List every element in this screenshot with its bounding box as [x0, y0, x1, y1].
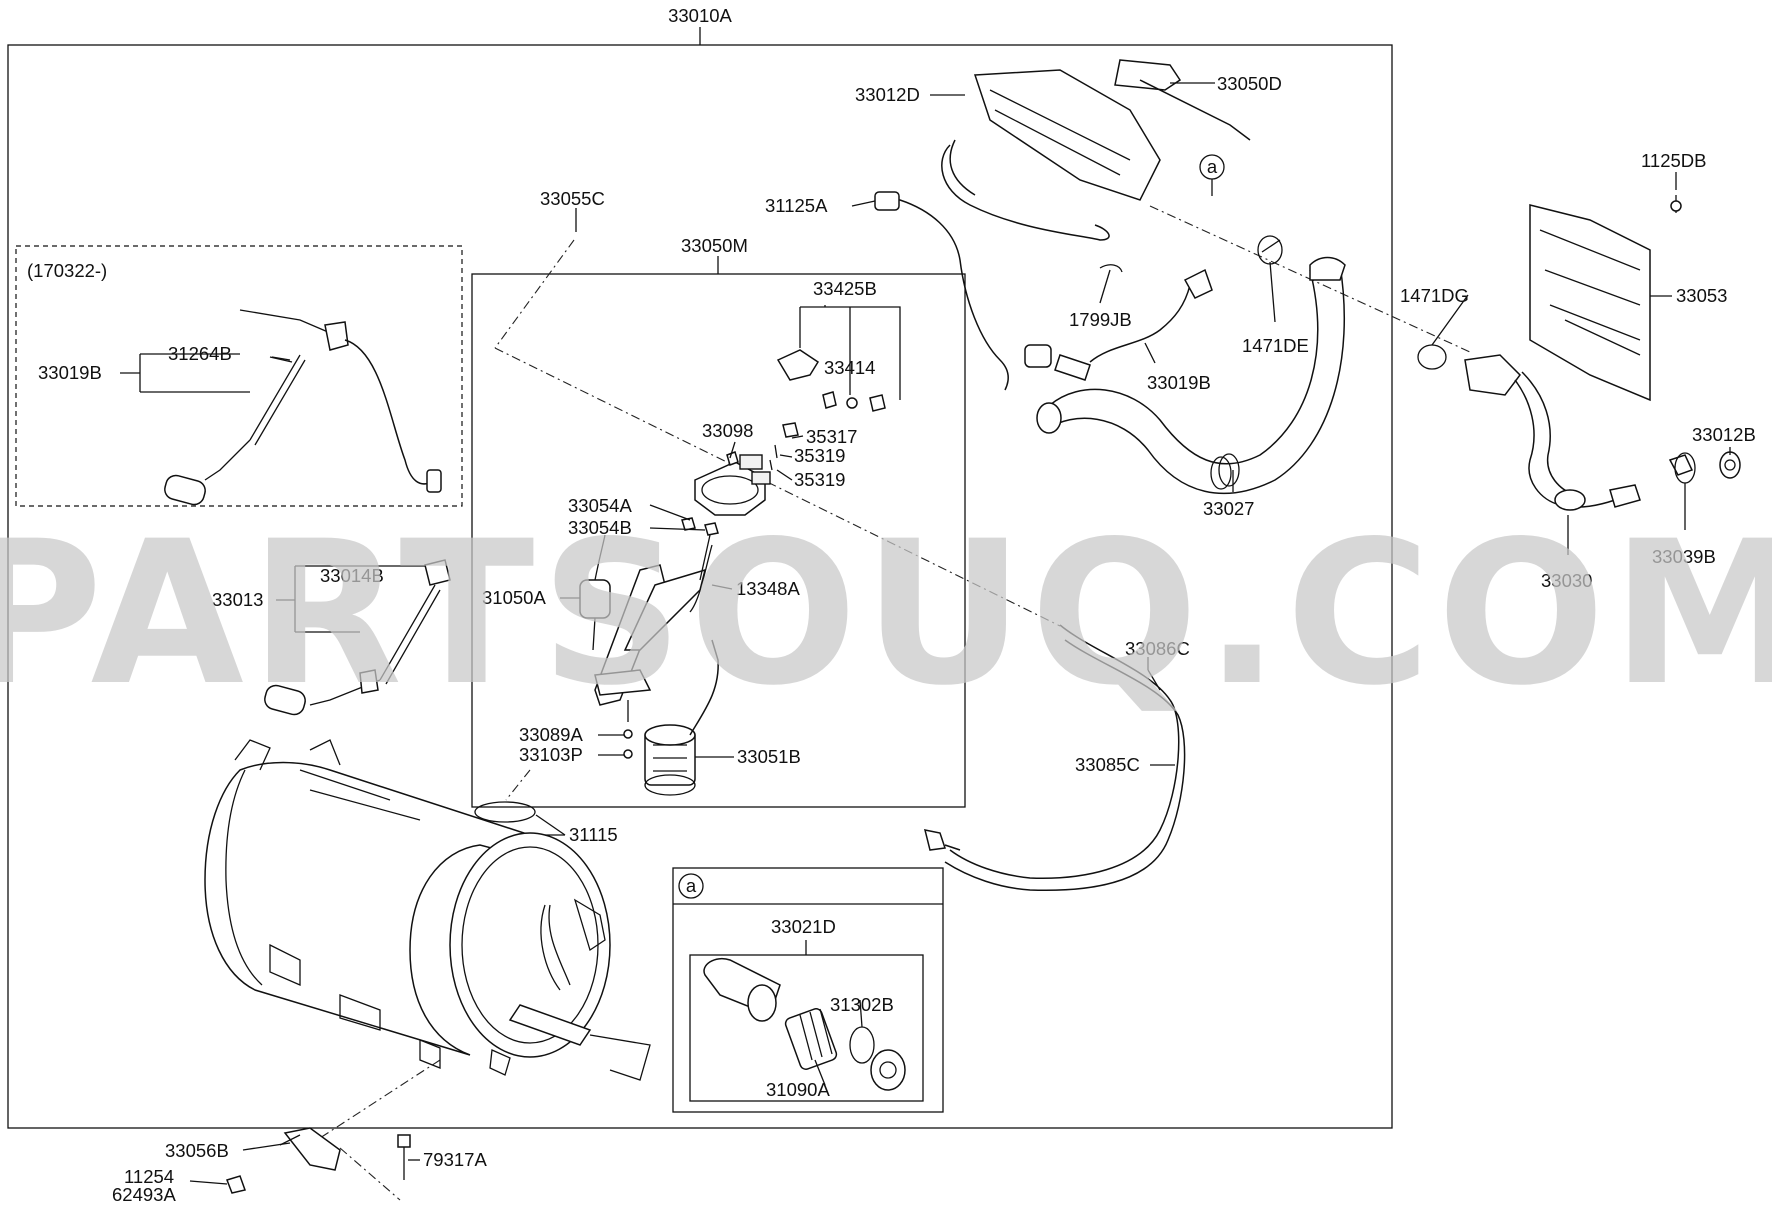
label-33030: 33030 — [1541, 570, 1592, 591]
sender-33013 — [264, 559, 451, 716]
pump-module-parts — [579, 349, 886, 796]
label-1471DG: 1471DG — [1400, 285, 1469, 306]
label-31125A: 31125A — [765, 195, 828, 216]
label-33054B: 33054B — [568, 517, 632, 538]
label-33053: 33053 — [1676, 285, 1727, 306]
label-31050A: 31050A — [482, 587, 546, 608]
detail-marker-circle — [678, 873, 704, 899]
detail-marker-label: a — [686, 875, 697, 896]
fuel-tank — [204, 739, 651, 1081]
label-35317: 35317 — [806, 426, 857, 447]
label-1799JB: 1799JB — [1069, 309, 1132, 330]
label-33013: 33013 — [212, 589, 263, 610]
watermark: PARTSOUQ.COM — [0, 498, 1772, 729]
label-33103P: 33103P — [519, 744, 583, 765]
label-33039B: 33039B — [1652, 546, 1716, 567]
label-33019B-inset: 33019B — [38, 362, 102, 383]
label-33014B: 33014B — [320, 565, 384, 586]
bracket-33056B — [226, 1127, 411, 1194]
label-33050M: 33050M — [681, 235, 748, 256]
detail-marker-label-upper: a — [1207, 156, 1218, 177]
inset-sender-parts — [164, 309, 442, 506]
part-labels: 33010A 33012D 33050D 31125A 33055C 33050… — [27, 5, 1756, 1205]
label-33089A: 33089A — [519, 724, 583, 745]
label-33086C: 33086C — [1125, 638, 1190, 659]
label-31302B: 31302B — [830, 994, 894, 1015]
label-33056B: 33056B — [165, 1140, 229, 1161]
filler-neck-assembly — [874, 59, 1741, 892]
label-31264B: 31264B — [168, 343, 232, 364]
label-33085C: 33085C — [1075, 754, 1140, 775]
label-1125DB: 1125DB — [1641, 150, 1706, 171]
label-33051B: 33051B — [737, 746, 801, 767]
label-11254: 11254 — [124, 1166, 174, 1187]
filter-detail-parts — [703, 958, 906, 1091]
label-33021D: 33021D — [771, 916, 836, 937]
detail-a-frame — [672, 867, 944, 1113]
label-33019B-main: 33019B — [1147, 372, 1211, 393]
label-inset-note: (170322-) — [27, 260, 107, 281]
label-33012B: 33012B — [1692, 424, 1756, 445]
label-33055C: 33055C — [540, 188, 605, 209]
label-62493A: 62493A — [112, 1184, 176, 1205]
label-31090A: 31090A — [766, 1079, 830, 1100]
label-33098: 33098 — [702, 420, 753, 441]
label-1471DE: 1471DE — [1242, 335, 1309, 356]
label-35319-a: 35319 — [794, 445, 845, 466]
label-31115: 31115 — [569, 824, 618, 845]
inset-frame-170322 — [15, 245, 463, 507]
label-33012D: 33012D — [855, 84, 920, 105]
label-79317A: 79317A — [423, 1149, 487, 1170]
label-assembly-33010A: 33010A — [668, 5, 732, 26]
leader-lines — [120, 82, 1731, 1185]
label-13348A: 13348A — [736, 578, 800, 599]
label-33425B: 33425B — [813, 278, 877, 299]
label-33050D: 33050D — [1217, 73, 1282, 94]
label-33027: 33027 — [1203, 498, 1254, 519]
label-33414: 33414 — [824, 357, 875, 378]
label-33054A: 33054A — [568, 495, 632, 516]
oring-31115 — [474, 801, 536, 823]
label-35319-b: 35319 — [794, 469, 845, 490]
